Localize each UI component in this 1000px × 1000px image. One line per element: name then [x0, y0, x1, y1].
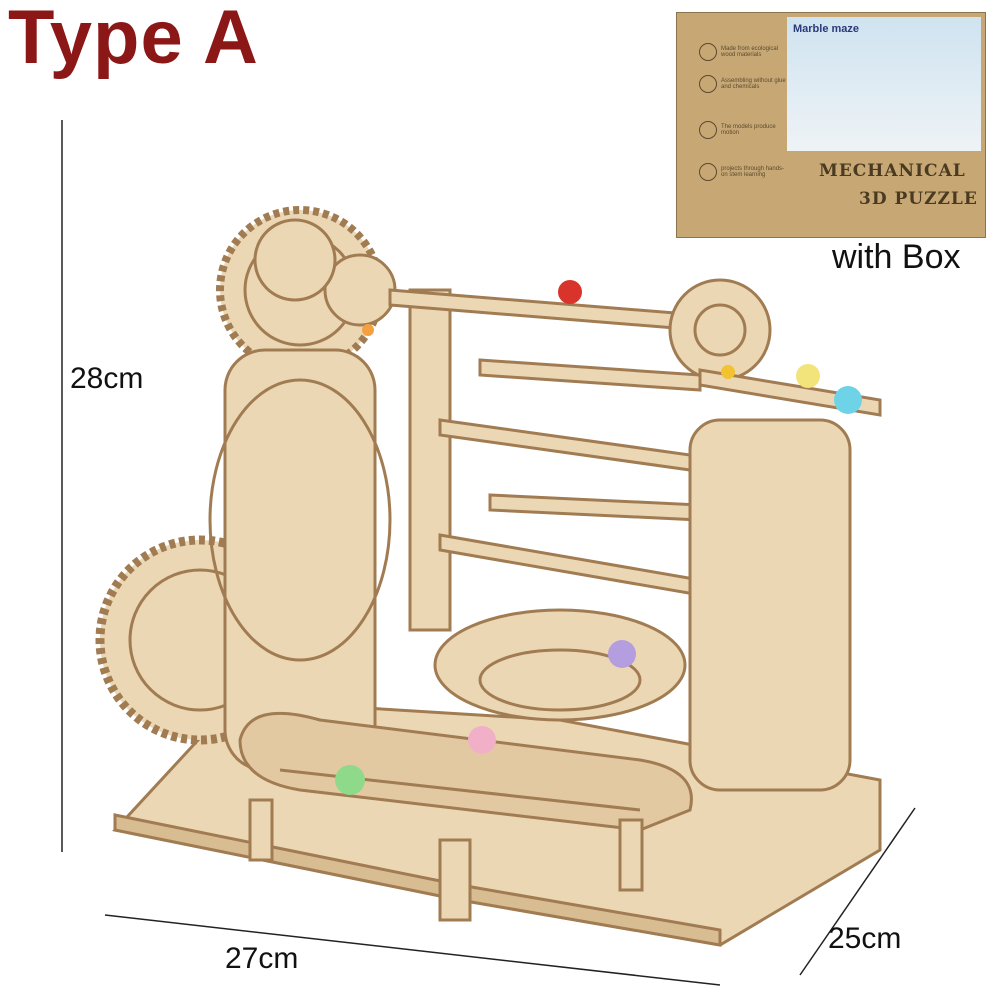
marble	[608, 640, 636, 668]
width-dimension-line	[104, 914, 721, 986]
marble	[796, 364, 820, 388]
box-photo-title: Marble maze	[793, 23, 860, 35]
box-feature: projects through hands-on stem learning	[699, 163, 789, 181]
height-label: 28cm	[70, 362, 144, 395]
product-type-title: Type A	[8, 0, 259, 80]
box-feature: Made from ecological wood materials	[699, 43, 789, 61]
marble	[468, 726, 496, 754]
box-feature: Assembling without glue and chemicals	[699, 75, 789, 93]
wooden-model	[95, 206, 882, 947]
marble	[834, 386, 862, 414]
puzzle-icon	[699, 75, 717, 93]
box-caption: with Box	[832, 238, 961, 276]
width-label: 27cm	[225, 942, 299, 975]
box-photo: Marble maze	[787, 17, 981, 151]
box-text-line2: 3D PUZZLE	[859, 189, 978, 209]
marble	[362, 324, 374, 336]
leaf-icon	[699, 43, 717, 61]
product-box-image: Marble maze Made from ecological wood ma…	[676, 12, 986, 238]
marble	[558, 280, 582, 304]
head-icon	[699, 163, 717, 181]
box-text-line1: MECHANICAL	[819, 161, 966, 181]
left-tower	[223, 348, 377, 772]
right-tower	[688, 418, 852, 792]
depth-label: 25cm	[828, 922, 902, 955]
lower-track	[238, 711, 693, 832]
box-feature: The models produce motion	[699, 121, 789, 139]
depth-dimension-line	[799, 807, 916, 976]
gears-icon	[699, 121, 717, 139]
marble	[721, 365, 735, 379]
marble	[335, 765, 365, 795]
